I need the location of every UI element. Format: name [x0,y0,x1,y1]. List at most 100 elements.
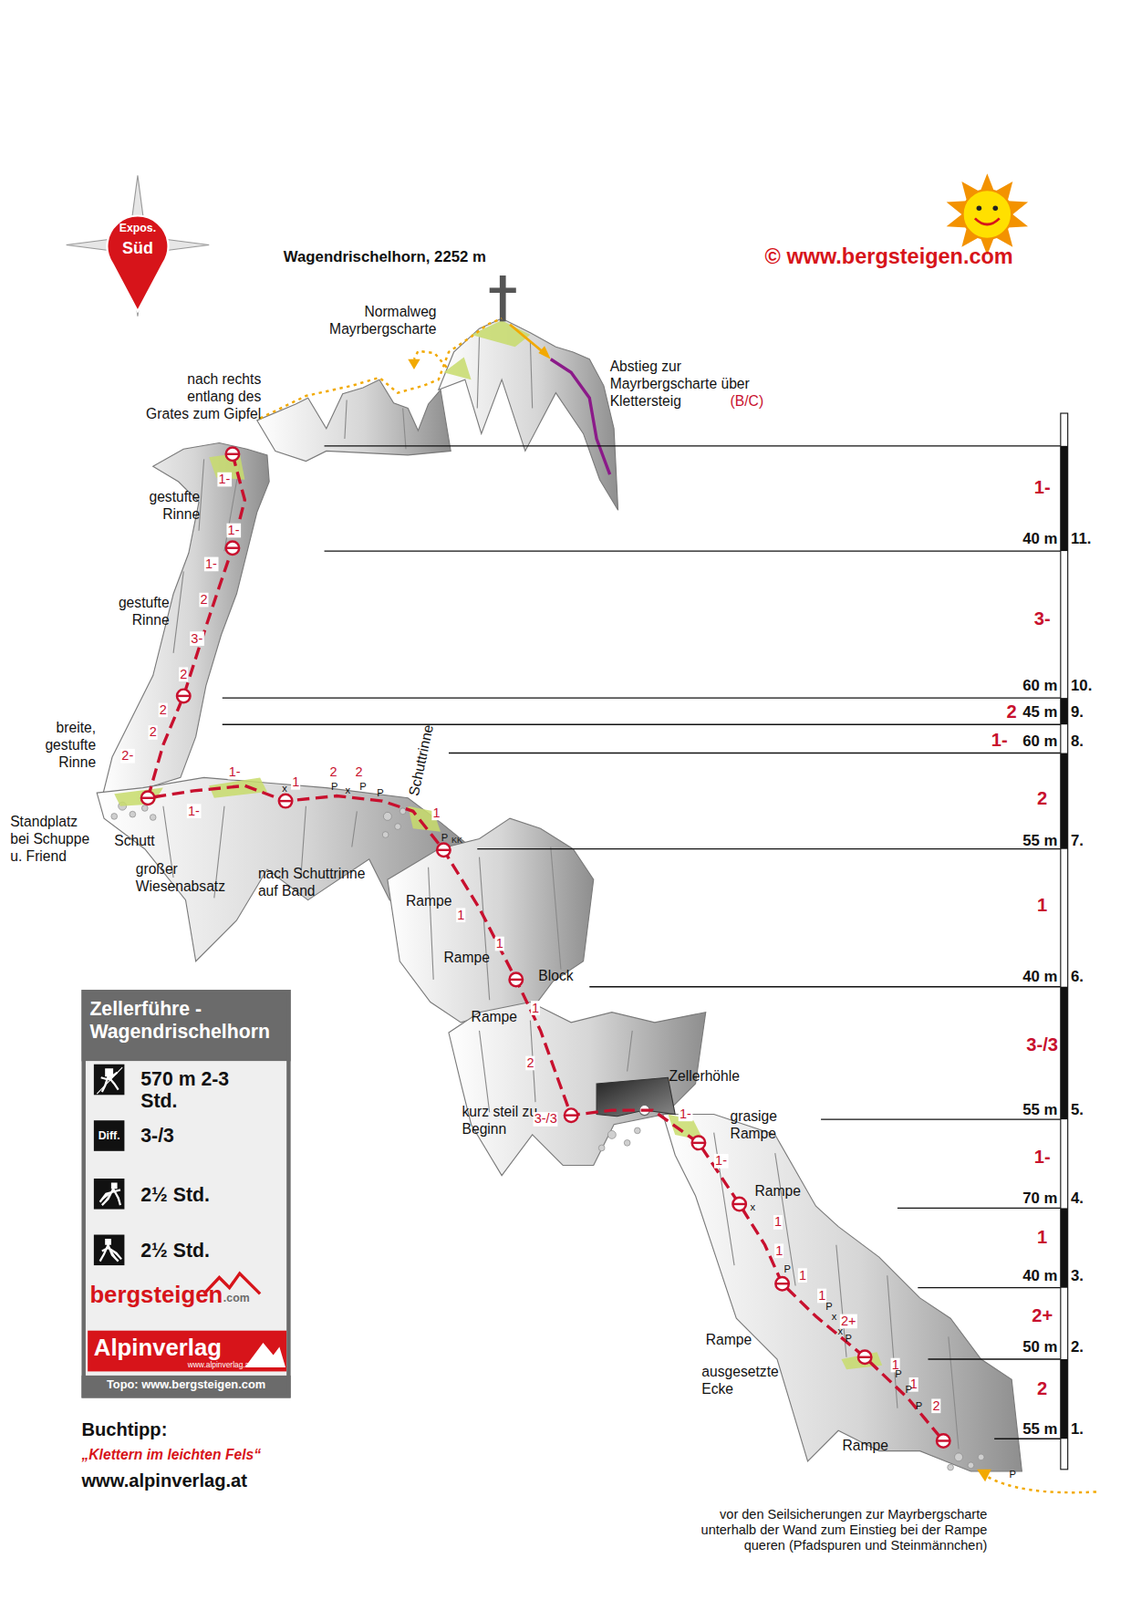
scree [383,811,392,820]
scale-bar [1060,753,1069,850]
pitch-number: 2. [1070,1338,1084,1357]
belay-station [279,794,293,809]
pitch-length: 50 m [1022,1338,1058,1357]
protection-marker: x [838,1326,844,1337]
pitch-lines [222,446,1061,1439]
pitch-number: 9. [1070,703,1084,722]
belay-bar [692,1141,705,1144]
compass-rose [66,175,210,316]
info-panel-ground [100,1239,122,1261]
grade-note: (B/C) [730,393,765,411]
scree [399,808,406,815]
brand-logo: .com [223,1291,250,1306]
pitch-lines [927,1358,1060,1360]
belay-station [732,1197,747,1212]
belay-bar [776,1282,789,1285]
pitch-number: 10. [1070,676,1092,696]
belay-bar [437,849,450,851]
route-grade: 2 [158,703,168,718]
sun-logo [946,173,1028,255]
pitch-number: 5. [1070,1099,1084,1119]
pitch-number: 11. [1070,529,1091,549]
info-panel-ground [93,1234,125,1266]
belay-station [226,540,240,555]
pitch-grade: 3- [1034,608,1051,631]
pitch-number: 4. [1070,1188,1084,1207]
panel-stat: 570 m 2-3 Std. [140,1068,243,1112]
protection-marker: P [894,1369,902,1380]
summit-cross [499,275,507,322]
scree [141,805,148,812]
terrain-label: Rampe [471,1007,518,1026]
belay-station [564,1108,579,1122]
scree [607,1130,616,1139]
protection-marker: P [783,1264,790,1275]
route-grade: 2 [178,666,188,682]
scree [149,814,156,821]
scree [598,1144,605,1152]
pitch-lines [897,1207,1061,1209]
pitch-length: 55 m [1022,831,1058,851]
pitch-lines [589,985,1061,987]
pitch-length: 40 m [1022,966,1058,986]
scree [111,813,118,820]
difficulty-icon: Diff. [93,1120,125,1152]
exposure-label: Expos. [119,221,156,236]
pitch-number: 3. [1070,1265,1084,1285]
terrain-label: breite, gestufte Rinne [14,719,96,771]
protection-marker: P [359,781,366,792]
grass-patch [443,357,471,381]
belay-bar [279,799,291,802]
info-panel-ground [100,1183,121,1205]
belay-bar [177,695,190,697]
route-grade: 2 [353,765,364,780]
scree [947,1463,955,1471]
pitch-length: 70 m [1022,1188,1058,1207]
pitch-grade: 2+ [1031,1305,1053,1328]
belay-bar [858,1356,871,1359]
pitch-lines [820,1118,1061,1120]
terrain-label: Zellerhöhle [668,1067,739,1085]
pitch-grade: 1 [1037,894,1048,917]
rock-face [96,318,1022,1472]
pitch-grade: 1 [1037,1226,1048,1249]
peak-title: Wagendrischelhorn, 2252 m [283,248,487,267]
protection-marker: P [376,788,384,799]
pitch-number: 8. [1070,731,1084,750]
sun-logo [963,189,1013,239]
route-grade: 2 [148,725,158,740]
route-grade: 1- [678,1107,693,1122]
panel-stat: 2½ Std. [140,1183,210,1208]
belay-bar [937,1439,950,1442]
route-grade: 1 [773,1214,783,1230]
terrain-label: ausgesetzte Ecke [701,1362,789,1398]
pitch-length: 40 m [1022,529,1058,549]
info-panel-ground [96,1067,123,1094]
protection-marker: P [845,1333,852,1344]
belay-note: Standplatz bei Schuppe u. Friend [10,813,97,865]
route-grade: 2 [198,592,208,608]
pitch-number: 1. [1070,1419,1084,1438]
belay-bar [141,797,154,799]
belay-station [936,1433,951,1448]
terrain-label: Rampe [842,1436,889,1454]
scale-bar [1060,413,1069,1470]
publisher-url: www.alpinverlag.at [187,1359,252,1370]
compass-rose [66,175,210,316]
scale-bar [1060,413,1069,1470]
protection-marker: P [331,781,338,792]
sun-logo [992,205,998,211]
terrain-label: kurz steil zu Beginn [462,1102,544,1138]
route-grade: 1 [456,907,466,923]
path-arrowheads [407,324,992,1483]
protection-marker: P [1009,1469,1017,1480]
info-panel-ground [81,989,291,1398]
scree [394,823,402,831]
approach-path [985,1475,1097,1494]
route-grade: 3- [189,631,204,646]
terrain-label: grasige Rampe [730,1108,808,1143]
route-grade: 1- [228,765,242,780]
route-grade: 1- [204,557,218,572]
sun-logo [976,205,983,211]
publisher-logo: Alpinverlag [93,1333,222,1362]
